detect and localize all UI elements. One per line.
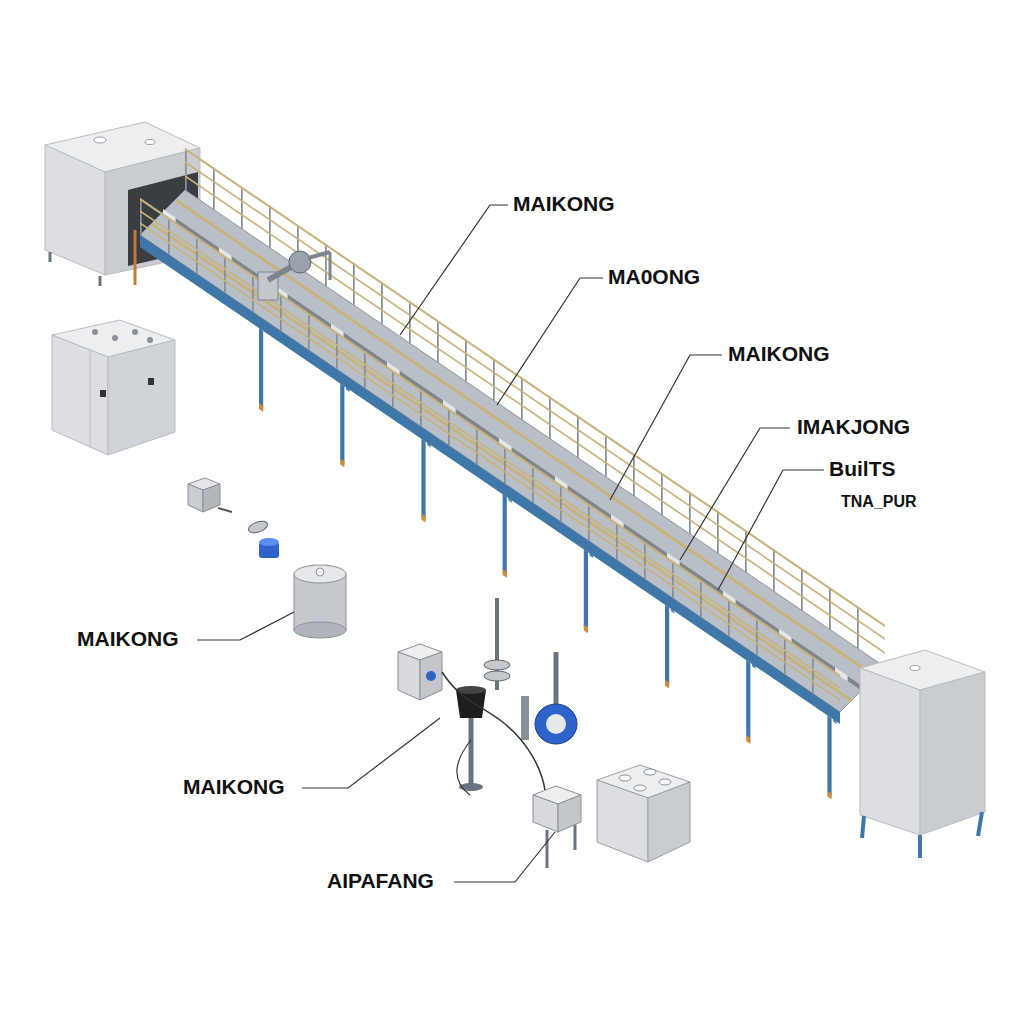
disc xyxy=(484,660,510,670)
leader-line xyxy=(400,205,508,335)
stand-pole xyxy=(574,825,577,850)
leader-line xyxy=(197,612,294,640)
base-box xyxy=(558,795,581,832)
pot-body xyxy=(294,622,346,638)
cabinet-side xyxy=(45,145,105,275)
arm-joint xyxy=(289,251,311,273)
pot-handle xyxy=(316,568,324,576)
cabinet-knob xyxy=(92,329,98,335)
conveyor-items xyxy=(163,212,863,689)
conveyor-item xyxy=(163,212,863,689)
railing-bar xyxy=(185,149,885,626)
cabinet-side xyxy=(108,340,175,455)
base-box xyxy=(533,795,558,832)
railing-post xyxy=(185,169,885,646)
control-cabinet xyxy=(52,320,175,455)
railing-bar xyxy=(140,199,840,676)
part-label: MAIKONG xyxy=(513,192,615,215)
support-leg xyxy=(259,367,840,763)
blue-spool xyxy=(546,714,566,734)
wire xyxy=(218,508,232,512)
small-box xyxy=(188,484,203,512)
cabinet-leg xyxy=(978,812,982,836)
part-label: MAIKONG xyxy=(183,775,285,798)
leader-line xyxy=(610,355,722,500)
railing-bar xyxy=(140,211,840,688)
leader-lines xyxy=(197,205,824,882)
part-label: MA0ONG xyxy=(608,265,700,288)
cabinet-side xyxy=(920,672,985,835)
blue-spool xyxy=(535,704,577,744)
cabinet-knob xyxy=(659,779,671,785)
exit-cabinet xyxy=(860,650,985,858)
cabinet-leg xyxy=(918,835,922,858)
cabinet-leg xyxy=(862,816,864,838)
part-label: TNA_PUR xyxy=(841,493,917,511)
stand-pole xyxy=(469,718,474,785)
leg-foot xyxy=(259,406,840,802)
bracket-part xyxy=(247,519,269,535)
leader-line xyxy=(680,428,790,560)
conveyor-bed xyxy=(140,190,885,712)
cabinet-knob xyxy=(634,785,646,791)
machine-cluster xyxy=(398,598,690,868)
motor-port xyxy=(426,671,436,681)
front-frame xyxy=(140,199,840,802)
railing-bar xyxy=(185,162,885,639)
leader-line xyxy=(302,718,440,788)
leader-line xyxy=(718,470,824,590)
conveyor-rail xyxy=(152,224,852,701)
conveyor-belt xyxy=(163,212,863,689)
pin xyxy=(521,696,529,740)
back-railing xyxy=(185,149,885,653)
cabinet-knob xyxy=(94,137,106,143)
cabinet-lock xyxy=(100,390,106,397)
side-beam xyxy=(140,235,840,724)
pipe xyxy=(134,230,137,285)
part-label: AIPAFANG xyxy=(327,869,434,892)
cabinet-knob xyxy=(145,140,155,145)
cabinet-foot xyxy=(49,252,52,262)
railing-bar xyxy=(140,223,840,700)
part-label: MAIKONG xyxy=(728,342,830,365)
cabinet-side xyxy=(52,335,108,455)
small-box xyxy=(203,484,220,512)
loose-parts xyxy=(188,478,346,638)
stand-pole xyxy=(546,830,549,868)
part-label: IMAKJONG xyxy=(797,415,910,438)
wire xyxy=(457,740,471,795)
part-label: BuilTS xyxy=(829,457,896,480)
terminal-box xyxy=(648,782,690,862)
cabinet-knob xyxy=(619,775,631,781)
pot-lid xyxy=(294,565,346,583)
motor-box xyxy=(420,652,442,700)
cabinet-seam xyxy=(90,350,91,448)
cabinet-knob xyxy=(910,666,920,671)
conveyor-rail xyxy=(176,200,876,677)
motor-box xyxy=(398,652,420,700)
cabinet-knob xyxy=(644,769,656,775)
arm-link xyxy=(329,252,332,280)
cabinet-lock xyxy=(148,378,154,385)
cabinet-knob xyxy=(132,329,138,335)
leader-line xyxy=(454,832,555,882)
railing-post xyxy=(140,217,840,694)
cabinet-foot xyxy=(99,276,102,286)
cabinet-knob xyxy=(147,337,153,343)
railing-bar xyxy=(185,176,885,653)
terminal-box xyxy=(597,780,648,862)
robot-arm xyxy=(258,251,330,300)
leader-line xyxy=(497,278,603,405)
part-label: MAIKONG xyxy=(77,627,179,650)
arm-link xyxy=(308,252,330,258)
cabinet-side xyxy=(860,668,920,835)
disc xyxy=(484,671,510,681)
blue-ring xyxy=(259,538,279,546)
cabinet-knob xyxy=(112,335,118,341)
